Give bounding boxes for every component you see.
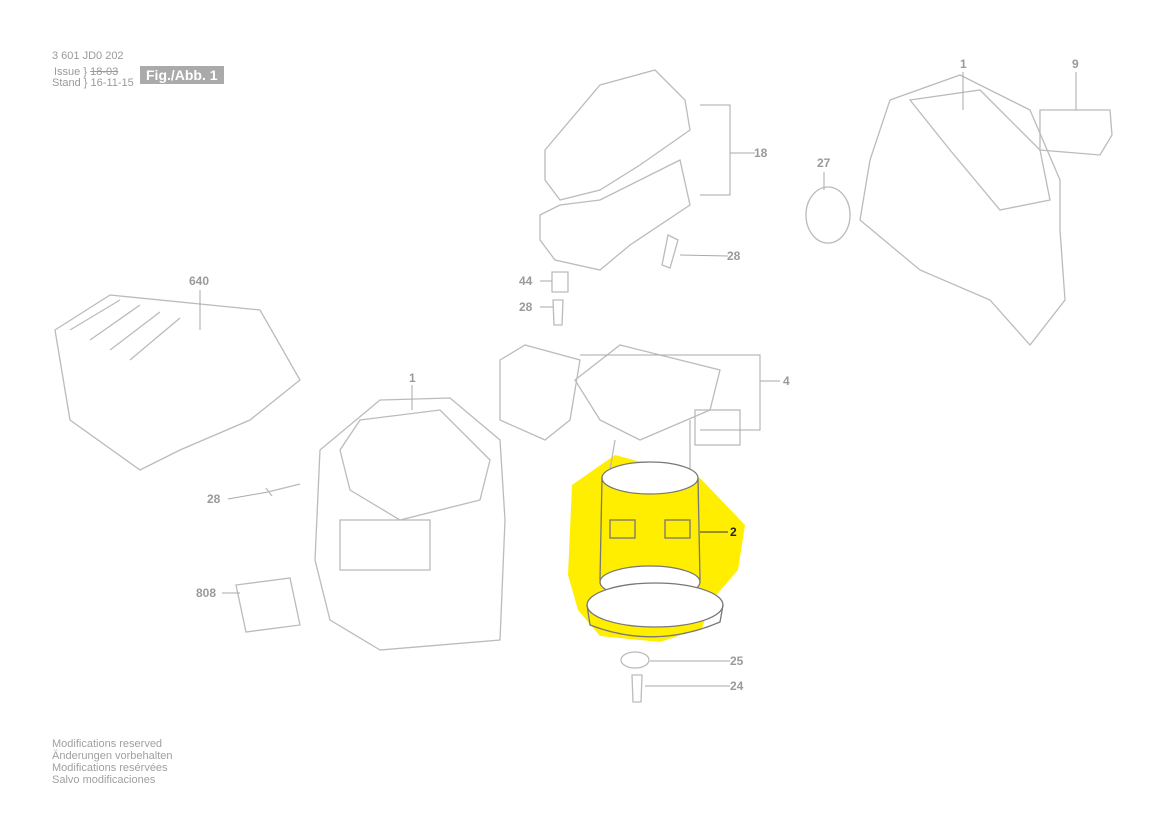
callout-4: 4 xyxy=(783,374,790,388)
footer-notes: Modifications reserved Änderungen vorbeh… xyxy=(52,738,172,786)
footer-line: Modifications resérvées xyxy=(52,762,168,774)
footer-line: Salvo modificaciones xyxy=(52,774,156,786)
callout-9: 9 xyxy=(1072,57,1079,71)
issue-row: Issue } 18-03 xyxy=(54,66,119,78)
part-1-housing-right[interactable] xyxy=(859,74,1066,347)
callout-18: 18 xyxy=(754,146,768,160)
callout-24: 24 xyxy=(730,679,744,693)
part-640-cover[interactable] xyxy=(54,294,301,471)
issue-label: Issue xyxy=(54,66,81,78)
figure-label: Fig./Abb. 1 xyxy=(140,66,224,84)
part-28-screw[interactable] xyxy=(265,483,301,497)
part-9-label[interactable] xyxy=(1039,109,1113,156)
callout-640: 640 xyxy=(189,274,210,288)
callout-1-right: 1 xyxy=(960,57,967,71)
stand-row: Stand } 16-11-15 xyxy=(52,77,134,89)
callout-28-c: 28 xyxy=(727,249,741,263)
part-1-housing[interactable] xyxy=(314,397,506,651)
callout-2: 2 xyxy=(730,525,737,539)
callout-27: 27 xyxy=(817,156,831,170)
callout-28: 28 xyxy=(207,492,221,506)
stand-value: 16-11-15 xyxy=(90,77,134,89)
part-25-washer[interactable] xyxy=(620,651,650,669)
callout-28-b: 28 xyxy=(519,300,533,314)
callout-44: 44 xyxy=(519,274,533,288)
callout-808: 808 xyxy=(196,586,217,600)
callout-1: 1 xyxy=(409,371,416,385)
part-28-screw-c[interactable] xyxy=(661,234,679,269)
part-2-motor[interactable] xyxy=(586,461,724,638)
stand-label: Stand xyxy=(52,77,81,89)
part-28-screw-b[interactable] xyxy=(552,299,564,326)
part-808-label[interactable] xyxy=(235,577,301,633)
part-44-spring[interactable] xyxy=(551,271,569,293)
footer-line: Modifications reserved xyxy=(52,738,163,750)
part-24-screw[interactable] xyxy=(631,674,643,703)
part-27-o-ring[interactable] xyxy=(805,186,851,244)
part-number: 3 601 JD0 202 xyxy=(52,50,124,62)
part-18-switch[interactable] xyxy=(539,69,691,271)
issue-value: 18-03 xyxy=(90,66,119,78)
part-4-electronics[interactable] xyxy=(499,344,741,471)
footer-line: Änderungen vorbehalten xyxy=(52,750,173,762)
callout-25: 25 xyxy=(730,654,744,668)
